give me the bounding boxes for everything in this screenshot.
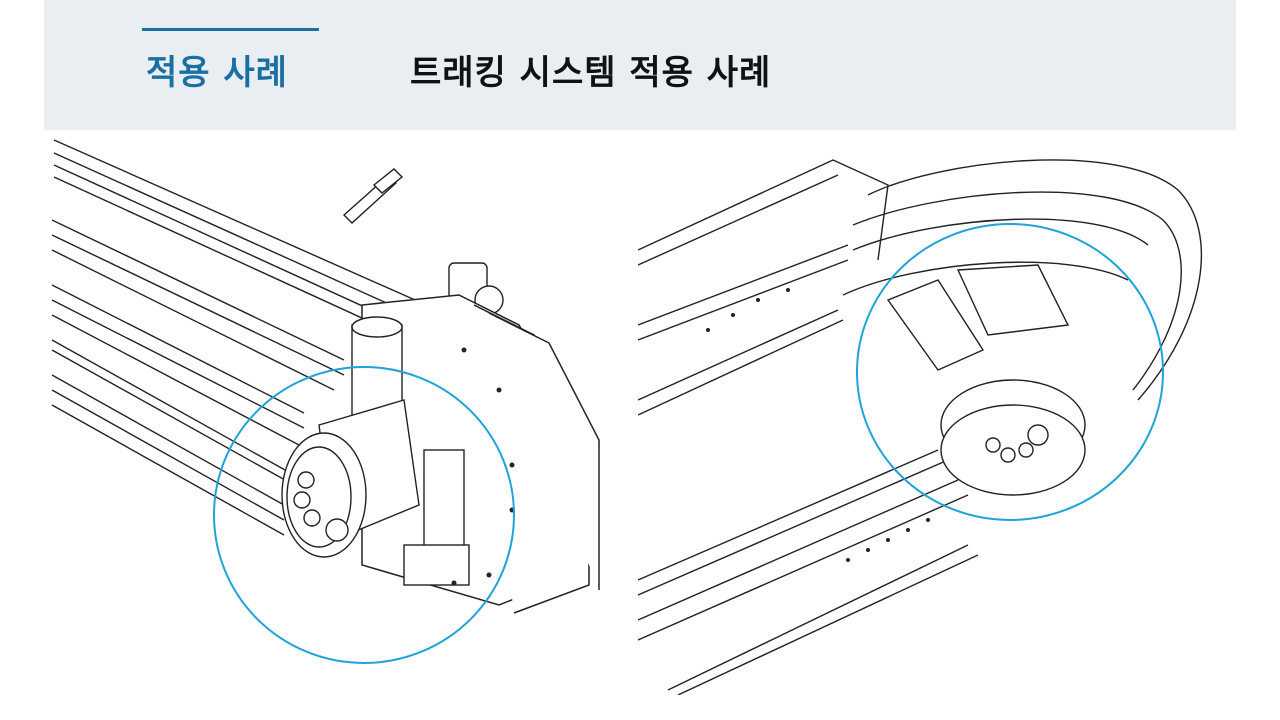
highlight-circle-right (856, 223, 1164, 521)
left-rail-gripper-drawing (44, 135, 610, 720)
track-holes (706, 288, 930, 562)
top-cylinder (342, 168, 504, 315)
end-plate (361, 294, 600, 614)
left-drawing-svg (51, 139, 600, 664)
section-label: 적용 사례 (146, 53, 288, 93)
header-band (44, 0, 1236, 130)
page-title: 트래킹 시스템 적용 사례 (410, 53, 772, 93)
gripper-body (281, 316, 470, 586)
right-drawing-svg (638, 159, 1203, 695)
section-accent-line (142, 28, 319, 31)
track-lines (638, 159, 1203, 695)
rail-lines (51, 139, 495, 536)
right-curved-track-drawing (638, 150, 1236, 695)
highlight-circle (213, 366, 515, 664)
right-gripper-body (886, 264, 1086, 496)
